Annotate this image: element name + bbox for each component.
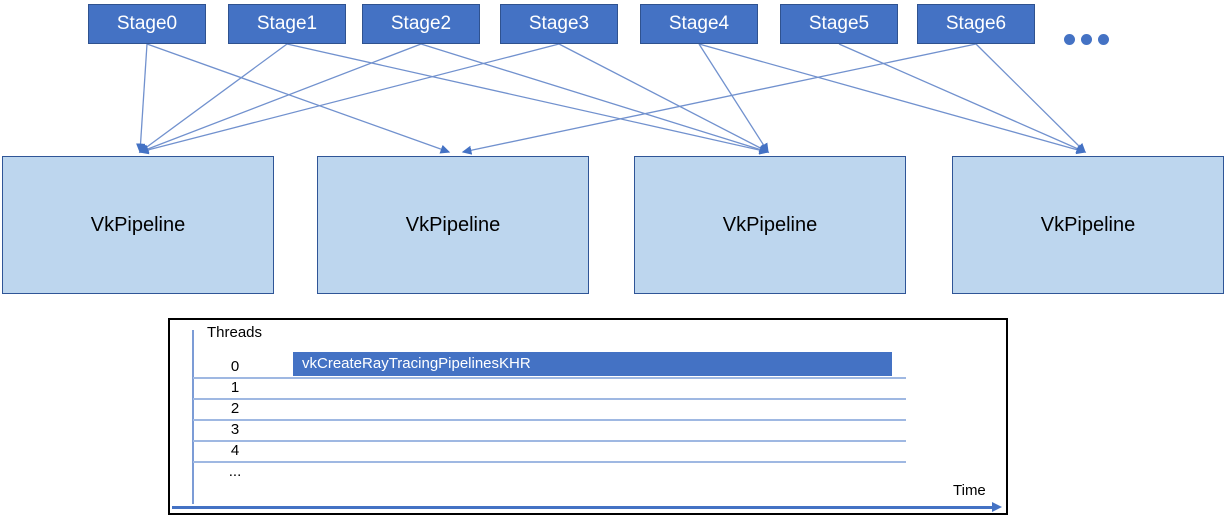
stage-box-0: Stage0 — [88, 4, 206, 44]
stage-box-3: Stage3 — [500, 4, 618, 44]
stage-box-6: Stage6 — [917, 4, 1035, 44]
pipeline-box-3: VkPipeline — [952, 156, 1224, 294]
thread-row-line-3 — [193, 440, 906, 442]
thread-row-label-2: 2 — [230, 400, 240, 417]
ellipsis-dot-icon — [1081, 34, 1092, 45]
arrow-stage0-to-pipeline1 — [146, 43, 451, 154]
arrow-stage3-to-pipeline2 — [558, 43, 770, 153]
stage-box-4: Stage4 — [640, 4, 758, 44]
time-axis-arrow — [172, 506, 994, 509]
arrow-stage4-to-pipeline3 — [698, 43, 1087, 155]
threads-axis-line — [192, 330, 194, 504]
arrow-stage1-to-pipeline0 — [138, 43, 288, 153]
thread-row-label-5: ... — [228, 463, 242, 480]
thread-row-line-0 — [193, 377, 906, 379]
thread-row-line-2 — [193, 419, 906, 421]
arrow-stage6-to-pipeline3 — [975, 43, 1086, 153]
ellipsis-dot-icon — [1098, 34, 1109, 45]
pipeline-box-0: VkPipeline — [2, 156, 274, 294]
stage-box-2: Stage2 — [362, 4, 480, 44]
time-axis-arrowhead-icon — [992, 502, 1002, 512]
thread-row-label-1: 1 — [230, 379, 240, 396]
arrow-stage2-to-pipeline0 — [138, 43, 422, 154]
arrow-stage4-to-pipeline2 — [698, 43, 769, 154]
thread-timeline-panel: Threads 0 vkCreateRayTracingPipelinesKHR 1… — [168, 318, 1008, 515]
pipeline-box-2: VkPipeline — [634, 156, 906, 294]
stage-box-5: Stage5 — [780, 4, 898, 44]
pipeline-box-1: VkPipeline — [317, 156, 589, 294]
thread-row-label-4: 4 — [230, 442, 240, 459]
thread-row-label-3: 3 — [230, 421, 240, 438]
timeline-bar-vkCreateRayTracingPipelinesKHR: vkCreateRayTracingPipelinesKHR — [293, 352, 892, 376]
thread-row-line-1 — [193, 398, 906, 400]
time-axis-label: Time — [953, 482, 986, 499]
thread-row-label-0: 0 — [230, 358, 240, 375]
thread-row-line-4 — [193, 461, 906, 463]
stage-box-1: Stage1 — [228, 4, 346, 44]
arrow-stage6-to-pipeline1 — [461, 43, 977, 155]
arrow-stage1-to-pipeline2 — [286, 43, 770, 155]
threads-axis-title: Threads — [207, 324, 263, 341]
arrow-stage3-to-pipeline0 — [138, 43, 560, 155]
ellipsis-dot-icon — [1064, 34, 1075, 45]
arrow-stage2-to-pipeline2 — [420, 43, 770, 154]
arrow-stage0-to-pipeline0 — [136, 43, 148, 154]
arrow-stage5-to-pipeline3 — [838, 43, 1087, 153]
